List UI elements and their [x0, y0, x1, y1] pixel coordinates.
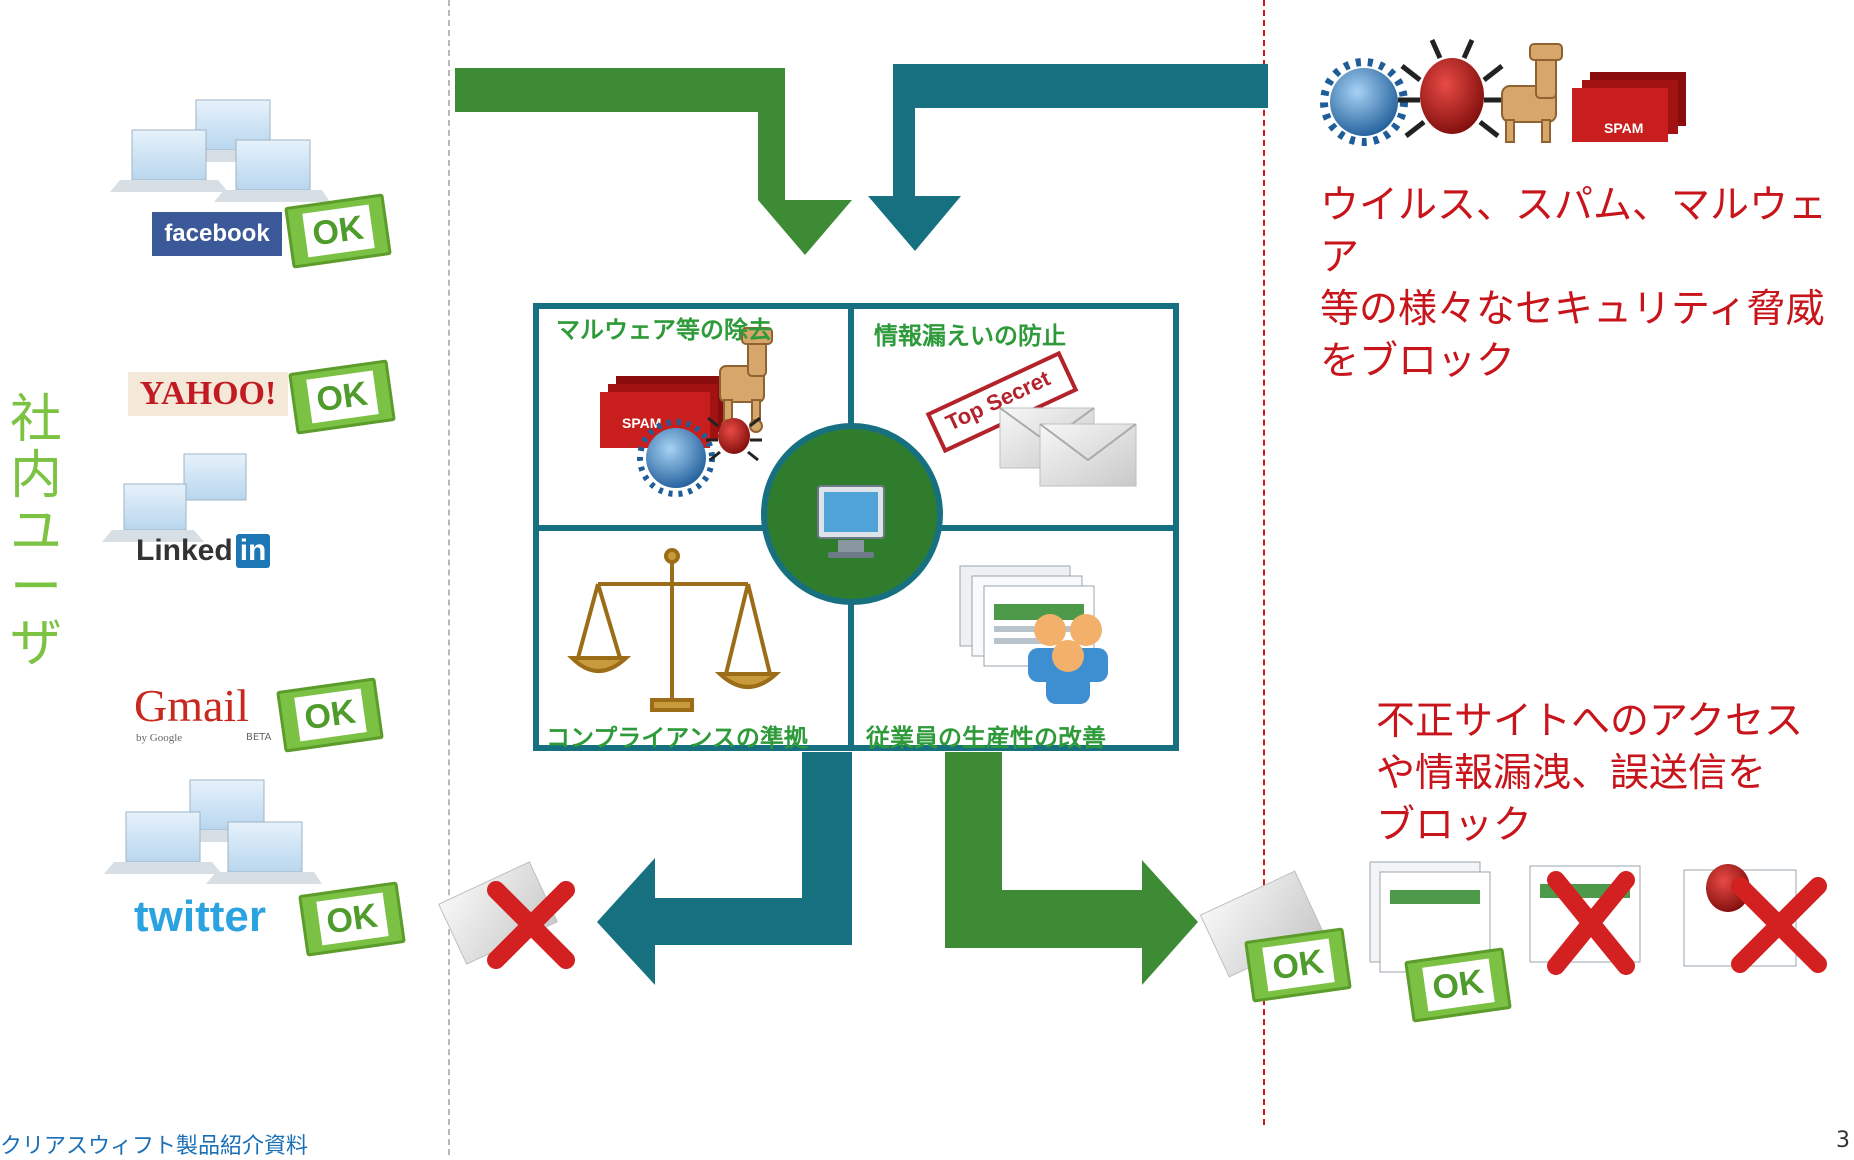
outbound-green-arrow — [945, 752, 1198, 985]
inbound-green-arrow — [455, 68, 852, 255]
yahoo-logo: YAHOO! — [128, 372, 288, 416]
gmail-beta: BETA — [246, 732, 272, 743]
divider-right — [1263, 0, 1265, 1125]
facebook-logo: facebook — [152, 212, 282, 256]
quadrant-leak-prevention: 情報漏えいの防止 — [874, 322, 1066, 350]
threat-bug-icon — [1398, 38, 1506, 138]
twitter-logo: twitter — [134, 892, 266, 941]
threat-spam-icon — [1572, 72, 1686, 142]
bug-icon — [706, 416, 762, 462]
internal-users-label: 社 内 ユ ー ザ — [9, 390, 62, 674]
quadrant-productivity: 従業員の生産性の改善 — [866, 724, 1106, 752]
access-description: 不正サイトへのアクセス や情報漏洩、誤送信を ブロック — [1376, 699, 1804, 848]
laptops-icon-bottom — [104, 779, 322, 884]
laptops-icon-mid — [102, 453, 247, 542]
users-icon — [1028, 614, 1108, 704]
quadrant-compliance: コンプライアンスの準拠 — [546, 724, 808, 752]
threat-description: ウイルス、スパム、マルウェア 等の様々なセキュリティ脅威 をブロック — [1320, 183, 1828, 384]
laptops-icon-top — [110, 99, 330, 202]
blocked-site-icon — [1529, 865, 1641, 975]
gmail-logo: Gmail — [134, 679, 249, 731]
gmail-by-google: by Google — [136, 732, 183, 744]
blocked-malware-site-icon — [1683, 864, 1827, 973]
scales-icon — [567, 548, 782, 712]
page-number: 3 — [1836, 1128, 1850, 1153]
spam-icon: SPAM — [600, 376, 726, 448]
threat-virus-icon — [1320, 58, 1408, 146]
svg-text:SPAM: SPAM — [622, 415, 661, 431]
divider-left — [448, 0, 450, 1155]
outbound-teal-arrow — [597, 752, 852, 985]
quadrant-malware-removal: マルウェア等の除去 — [556, 316, 772, 344]
threat-trojan-icon — [1501, 43, 1563, 143]
monitor-icon — [817, 485, 885, 558]
envelope-icon — [999, 407, 1137, 487]
blocked-mail-icon — [438, 861, 575, 969]
trojan-horse-icon — [719, 327, 773, 433]
inbound-teal-arrow — [868, 64, 1268, 251]
footer-title: クリアスウィフト製品紹介資料 — [0, 1134, 309, 1159]
threat-spam-label: SPAM — [1604, 120, 1644, 136]
